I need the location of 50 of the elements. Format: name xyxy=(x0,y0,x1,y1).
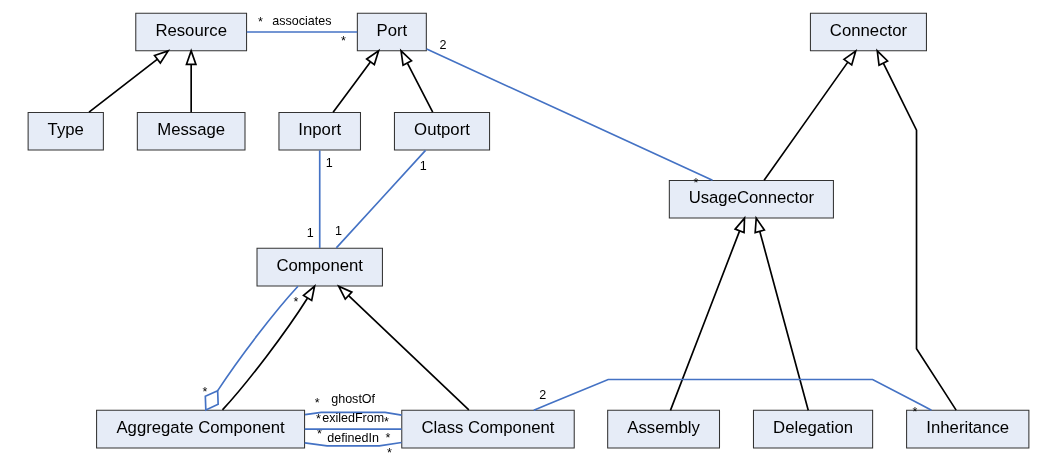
arrow xyxy=(336,284,470,411)
connector xyxy=(425,47,714,181)
arrow xyxy=(399,48,434,113)
node-box: Resource xyxy=(135,12,248,51)
node-box: Port xyxy=(356,12,427,51)
label: * xyxy=(316,411,321,426)
connector xyxy=(335,149,427,249)
arrow xyxy=(754,215,810,411)
node-box: Type xyxy=(27,111,104,151)
node-box: Delegation xyxy=(752,409,874,448)
label: * xyxy=(341,33,346,48)
connector xyxy=(204,284,299,411)
label: 1 xyxy=(306,225,314,240)
connector xyxy=(303,441,403,447)
edge-label: ghostOf xyxy=(331,391,376,406)
connector xyxy=(304,411,403,416)
node-box: Outport xyxy=(393,111,491,151)
edge-label: associates xyxy=(272,13,332,28)
connector xyxy=(532,378,933,411)
arrow xyxy=(221,283,316,411)
connector xyxy=(318,149,321,249)
node-box: Message xyxy=(136,111,246,151)
label: 1 xyxy=(325,155,333,170)
label: * xyxy=(385,430,391,445)
node-box: Connector xyxy=(809,12,927,51)
label: * xyxy=(258,14,263,29)
label: 2 xyxy=(539,387,547,402)
connector xyxy=(245,30,359,33)
label: * xyxy=(293,294,299,309)
label: * xyxy=(384,414,389,429)
label: 2 xyxy=(439,37,447,52)
connector xyxy=(303,427,403,430)
arrow xyxy=(669,215,746,411)
label: 1 xyxy=(419,158,427,173)
label: 1 xyxy=(335,223,342,238)
arrow xyxy=(88,48,171,113)
label: * xyxy=(387,445,392,460)
node-box: Component xyxy=(256,247,383,286)
label: * xyxy=(202,384,208,399)
edge-label: definedIn xyxy=(327,430,379,445)
label: * xyxy=(314,395,320,410)
node-box: Inport xyxy=(278,111,361,151)
arrow xyxy=(185,47,198,113)
node-box: Aggregate Component xyxy=(96,409,306,448)
arrow xyxy=(763,48,858,181)
node-box: Assembly xyxy=(607,409,721,448)
edge-label: exiledFrom xyxy=(322,410,385,425)
arrow xyxy=(876,48,957,411)
arrow xyxy=(332,48,381,113)
node-box: Class Component xyxy=(401,409,575,448)
